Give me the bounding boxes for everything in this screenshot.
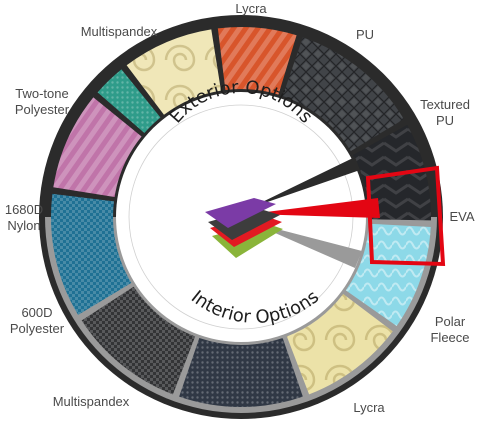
segment-texture-lycra-int — [286, 294, 393, 395]
segment-polyester-600d — [81, 286, 196, 395]
segment-nylon-1680d — [50, 193, 132, 315]
pointer-interior — [250, 222, 362, 268]
segment-texture-pu — [217, 27, 297, 95]
segment-lycra-ext — [126, 29, 221, 115]
segment-textured-pu — [282, 37, 404, 152]
segment-texture-polyester-600d — [81, 286, 196, 395]
label-textured-pu: Textured PU — [420, 97, 470, 128]
label-1680d-nylon: 1680D Nylon — [4, 202, 44, 233]
label-multispandex-interior: Multispandex — [52, 394, 130, 409]
segment-lycra-int — [286, 294, 393, 395]
segment-multispandex-ext — [97, 69, 161, 134]
segment-texture-multispandex-ext — [97, 69, 161, 134]
pointer-exterior — [250, 157, 360, 208]
fabric-layers-icon — [205, 198, 283, 258]
segment-multispandex-int — [179, 338, 303, 407]
segment-texture-textured-pu — [282, 37, 404, 152]
label-lycra-exterior: Lycra — [235, 1, 267, 16]
label-two-tone-polyester: Two-tone Polyester — [14, 86, 70, 117]
label-multispandex-exterior: Multispandex — [80, 24, 158, 39]
label-lycra-interior: Lycra — [353, 400, 385, 415]
segment-two-tone-polyester — [53, 97, 142, 197]
segment-texture-nylon-1680d — [50, 193, 132, 315]
segment-texture-two-tone-polyester — [53, 97, 142, 197]
label-eva: EVA — [449, 209, 475, 224]
segment-texture-multispandex-int — [179, 338, 303, 407]
segment-texture-lycra-ext — [126, 29, 221, 115]
label-600d-polyester: 600D Polyester — [9, 305, 65, 336]
label-pu: PU — [355, 27, 375, 42]
segment-polar-fleece — [345, 223, 431, 326]
label-polar-fleece: Polar Fleece — [430, 314, 470, 345]
pointer-eva — [250, 198, 380, 218]
eva-highlight-frame — [365, 165, 446, 267]
segment-pu — [217, 27, 297, 95]
segment-texture-polar-fleece — [345, 223, 431, 326]
